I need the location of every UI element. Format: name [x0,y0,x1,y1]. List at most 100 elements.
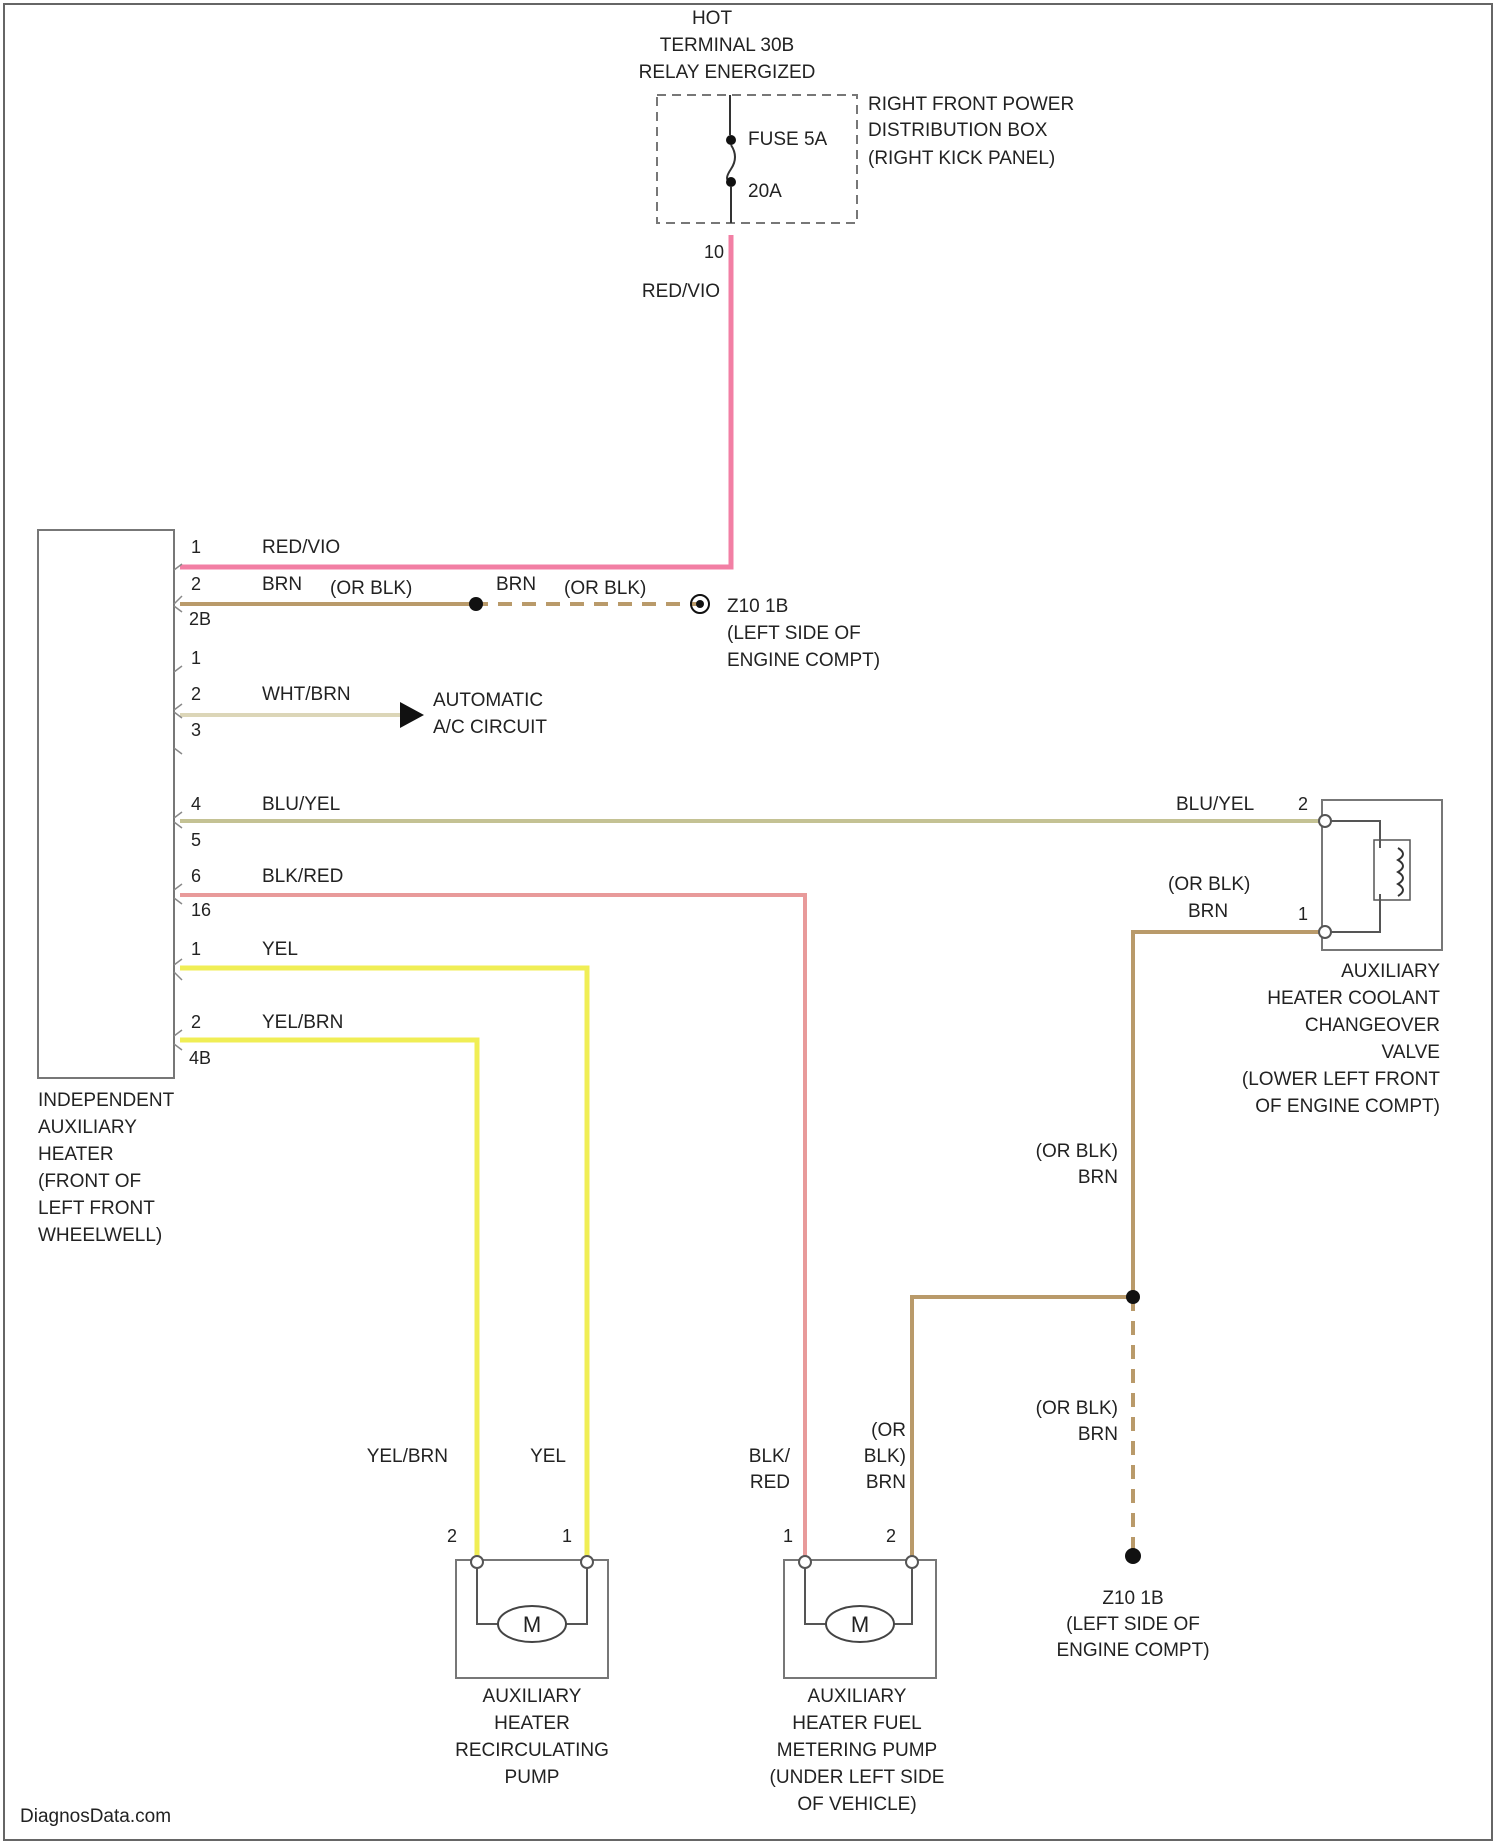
wire-label-red-vio: RED/VIO [262,537,340,558]
wire-label-brn-b: BRN [496,574,536,595]
fuse-terminal-top [726,135,736,145]
valve-box [1322,800,1442,950]
wire-label-mid-brn: BRN [1078,1167,1118,1188]
fuse-rating: 20A [748,181,782,202]
wire-label-or-blk-b: (OR BLK) [564,578,646,599]
header-line-1: HOT [692,8,733,29]
heater-pin-b1: 1 [191,648,201,668]
fuse-symbol [727,145,735,181]
heater-pin-b2: 2 [191,684,201,704]
wire-label-pump2-brn: BRN [866,1472,906,1493]
heater-pin-4: 4 [191,794,201,814]
wire-yel [180,968,587,1562]
valve-caption-2: HEATER COOLANT [1267,988,1440,1009]
fuse-box-outline [657,95,857,223]
fuel-pump-caption-2: HEATER FUEL [792,1713,922,1734]
valve-caption-3: CHANGEOVER [1305,1015,1440,1036]
fuse-box-caption-2: DISTRIBUTION BOX [868,120,1048,141]
heater-pin-2: 2 [191,574,201,594]
heater-caption-3: HEATER [38,1144,114,1165]
wire-label-blu-yel-left: BLU/YEL [262,794,340,815]
ground-top-caption-1: (LEFT SIDE OF [727,623,861,644]
heater-pin-1: 1 [191,537,201,557]
recirc-pump-pin-2: 2 [447,1526,457,1546]
wire-label-pump2-blk: BLK/ [749,1446,791,1467]
fuel-pump-caption-1: AUXILIARY [808,1686,907,1707]
fuel-pump-motor-label: M [851,1612,869,1637]
fuel-pump-pin-1: 1 [783,1526,793,1546]
heater-connector-marks [174,564,182,1050]
ground-bottom-label: Z10 1B [1102,1588,1163,1609]
recirc-pump-pin-1: 1 [562,1526,572,1546]
fuse-output-pin: 10 [704,242,724,262]
heater-pin-6: 6 [191,866,201,886]
valve-caption-6: OF ENGINE COMPT) [1255,1096,1440,1117]
wire-label-yel: YEL [262,939,298,960]
heater-pin-b3: 3 [191,720,201,740]
wire-blk-red [180,895,805,1562]
heater-box [38,530,174,1078]
wire-label-or-blk-a: (OR BLK) [330,578,412,599]
valve-pin-2-terminal [1319,815,1331,827]
heater-pin-5: 5 [191,830,201,850]
wire-label-pump2-or: (OR [871,1420,906,1441]
wire-label-valve-or-blk: (OR BLK) [1168,874,1250,895]
wire-yel-brn [180,1040,477,1562]
ac-circuit-line-1: AUTOMATIC [433,690,543,711]
ac-circuit-line-2: A/C CIRCUIT [433,717,547,738]
fuel-pump-caption-4: (UNDER LEFT SIDE [770,1767,945,1788]
header-line-2: TERMINAL 30B [660,35,794,56]
wire-label-valve-brn: BRN [1188,901,1228,922]
valve-caption-5: (LOWER LEFT FRONT [1242,1069,1440,1090]
wire-label-pump2-red: RED [750,1472,790,1493]
valve-pin-1-terminal [1319,926,1331,938]
fuse-label: FUSE 5A [748,129,828,150]
heater-caption-4: (FRONT OF [38,1171,141,1192]
recirc-pump-motor-label: M [523,1612,541,1637]
valve-pin-1: 1 [1298,904,1308,924]
wire-label-brn-a: BRN [262,574,302,595]
heater-pin-2b: 2B [189,609,211,629]
heater-pin-d1: 1 [191,939,201,959]
valve-caption-1: AUXILIARY [1341,961,1440,982]
wire-label-pump1-yel-brn: YEL/BRN [367,1446,448,1467]
fuse-box-caption-3: (RIGHT KICK PANEL) [868,148,1055,169]
heater-caption-2: AUXILIARY [38,1117,137,1138]
recirc-pump-terminal-2 [471,1556,483,1568]
fuel-pump-pin-2: 2 [886,1526,896,1546]
heater-pin-4b: 4B [189,1048,211,1068]
recirc-pump-caption-1: AUXILIARY [483,1686,582,1707]
fuse-box-caption-1: RIGHT FRONT POWER [868,94,1074,115]
heater-caption-5: LEFT FRONT [38,1198,155,1219]
recirc-pump-caption-4: PUMP [505,1767,560,1788]
diagram-border [4,4,1492,1840]
splice-brn-bottom [1126,1290,1140,1304]
recirc-pump-terminal-1 [581,1556,593,1568]
heater-caption-6: WHEELWELL) [38,1225,162,1246]
wire-label-pump1-yel: YEL [530,1446,566,1467]
wire-label-yel-brn: YEL/BRN [262,1012,343,1033]
fuel-pump-terminal-1 [799,1556,811,1568]
heater-pin-16: 16 [191,900,211,920]
wire-label-blu-yel-right: BLU/YEL [1176,794,1254,815]
fuel-pump-caption-3: METERING PUMP [777,1740,937,1761]
valve-caption-4: VALVE [1382,1042,1440,1063]
wire-label-low-or-blk: (OR BLK) [1036,1398,1118,1419]
ground-bottom-symbol [1125,1548,1141,1564]
fuse-terminal-bottom [726,177,736,187]
header-line-3: RELAY ENERGIZED [639,62,816,83]
heater-pin-d2: 2 [191,1012,201,1032]
wire-label-mid-or-blk: (OR BLK) [1036,1141,1118,1162]
wire-label-pump2-blk2: BLK) [864,1446,906,1467]
heater-caption-1: INDEPENDENT [38,1090,175,1111]
watermark: DiagnosData.com [20,1806,171,1827]
ac-circuit-arrow [400,702,424,728]
fuel-pump-terminal-2 [906,1556,918,1568]
ground-top-dot [696,600,704,608]
ground-top-caption-2: ENGINE COMPT) [727,650,880,671]
ground-bottom-caption-2: ENGINE COMPT) [1056,1640,1209,1661]
recirc-pump-caption-2: HEATER [494,1713,570,1734]
wire-label-red-vio-top: RED/VIO [642,281,720,302]
wire-label-wht-brn: WHT/BRN [262,684,351,705]
recirc-pump-caption-3: RECIRCULATING [455,1740,609,1761]
